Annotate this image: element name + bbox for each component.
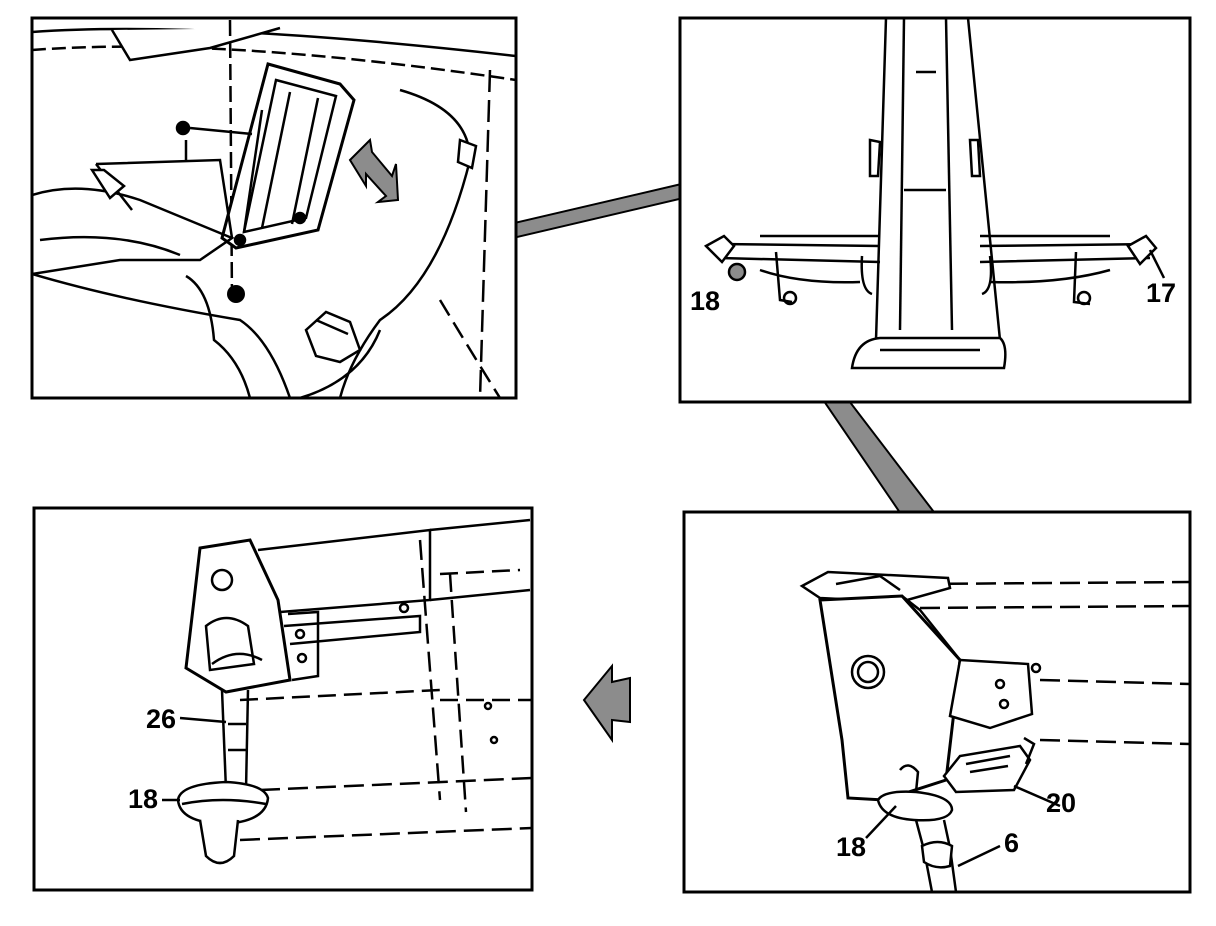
panel-bottom-right: 18 20 6	[682, 510, 1192, 894]
panel-top-right: 18 17	[678, 16, 1192, 404]
label-17-top: 17	[1146, 278, 1176, 308]
panel-top-left	[30, 16, 518, 400]
label-18-top: 18	[690, 286, 720, 316]
label-20: 20	[1046, 788, 1076, 818]
left-arrow-icon	[582, 663, 631, 744]
label-6: 6	[1004, 828, 1019, 858]
zoom-origin-dot	[227, 285, 245, 303]
label-18-bottom-left: 18	[128, 784, 158, 814]
label-26: 26	[146, 704, 176, 734]
panel-bottom-left: 26 18	[32, 506, 534, 892]
label-18-bottom-right: 18	[836, 832, 866, 862]
